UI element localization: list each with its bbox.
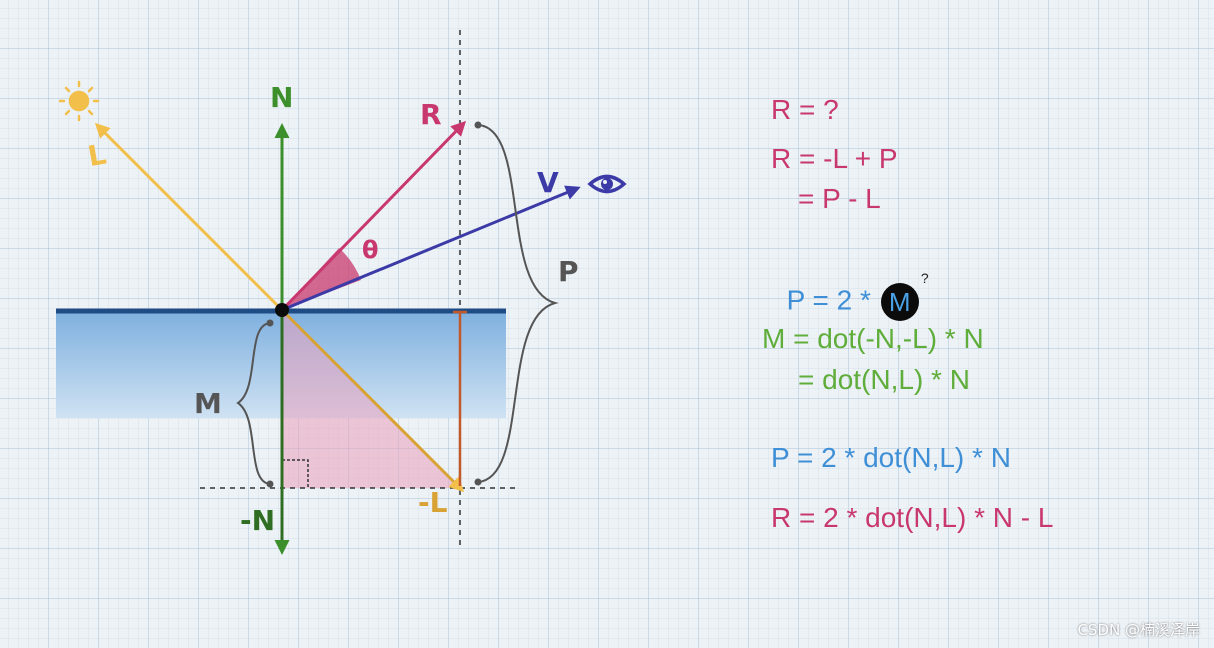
equation-m-dot: M = dot(-N,-L) * N xyxy=(762,323,984,354)
label-r: R xyxy=(420,98,442,131)
eye-icon xyxy=(587,174,627,194)
m-brace-top-dot xyxy=(266,319,274,327)
m-ball-icon: M? xyxy=(880,271,929,321)
watermark: CSDN @楠溪泽岸 xyxy=(1077,621,1200,639)
equation-r-question: R = ? xyxy=(771,94,839,125)
reflection-vector xyxy=(280,120,467,312)
label-n: N xyxy=(270,81,293,114)
label-v: V xyxy=(537,166,559,199)
p-brace-top-dot xyxy=(474,121,482,129)
label-l: L xyxy=(85,138,108,174)
neg-light-vector xyxy=(280,308,465,493)
right-angle-marker xyxy=(282,459,309,488)
label-p: P xyxy=(558,255,579,288)
p-brace xyxy=(477,124,559,483)
equation-p-prefix: P = 2 * xyxy=(786,284,879,316)
light-vector xyxy=(94,122,284,312)
m-brace-bottom-dot xyxy=(266,480,274,488)
label-neg-l: -L xyxy=(418,486,448,519)
origin-point xyxy=(275,303,289,317)
m-brace xyxy=(236,322,271,485)
label-neg-n: -N xyxy=(240,504,275,537)
equation-p-full: P = 2 * dot(N,L) * N xyxy=(771,442,1011,473)
equation-r-diff: = P - L xyxy=(798,183,881,214)
equation-m-dot2: = dot(N,L) * N xyxy=(798,364,970,395)
label-m: M xyxy=(194,387,222,420)
view-vector xyxy=(281,185,581,312)
equation-r-sum: R = -L + P xyxy=(771,143,898,174)
theta-wedge xyxy=(282,248,361,310)
m-ball-letter: M xyxy=(888,287,911,317)
equation-p-with-m: P = 2 * M? xyxy=(771,251,929,321)
p-brace-bottom-dot xyxy=(474,478,482,486)
equation-r-full: R = 2 * dot(N,L) * N - L xyxy=(771,502,1054,533)
label-theta: θ xyxy=(362,236,379,264)
m-ball-question-mark: ? xyxy=(920,270,929,286)
sun-icon xyxy=(58,80,100,122)
